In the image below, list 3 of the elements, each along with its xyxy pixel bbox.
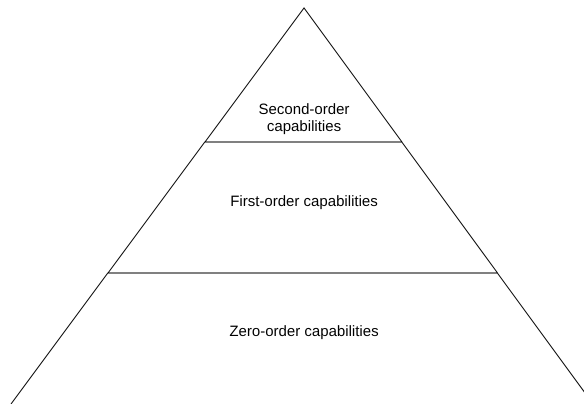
band-label: First-order capabilities (230, 193, 378, 210)
band-label: Zero-order capabilities (229, 323, 379, 340)
band-label: Second-order capabilities (258, 101, 350, 135)
